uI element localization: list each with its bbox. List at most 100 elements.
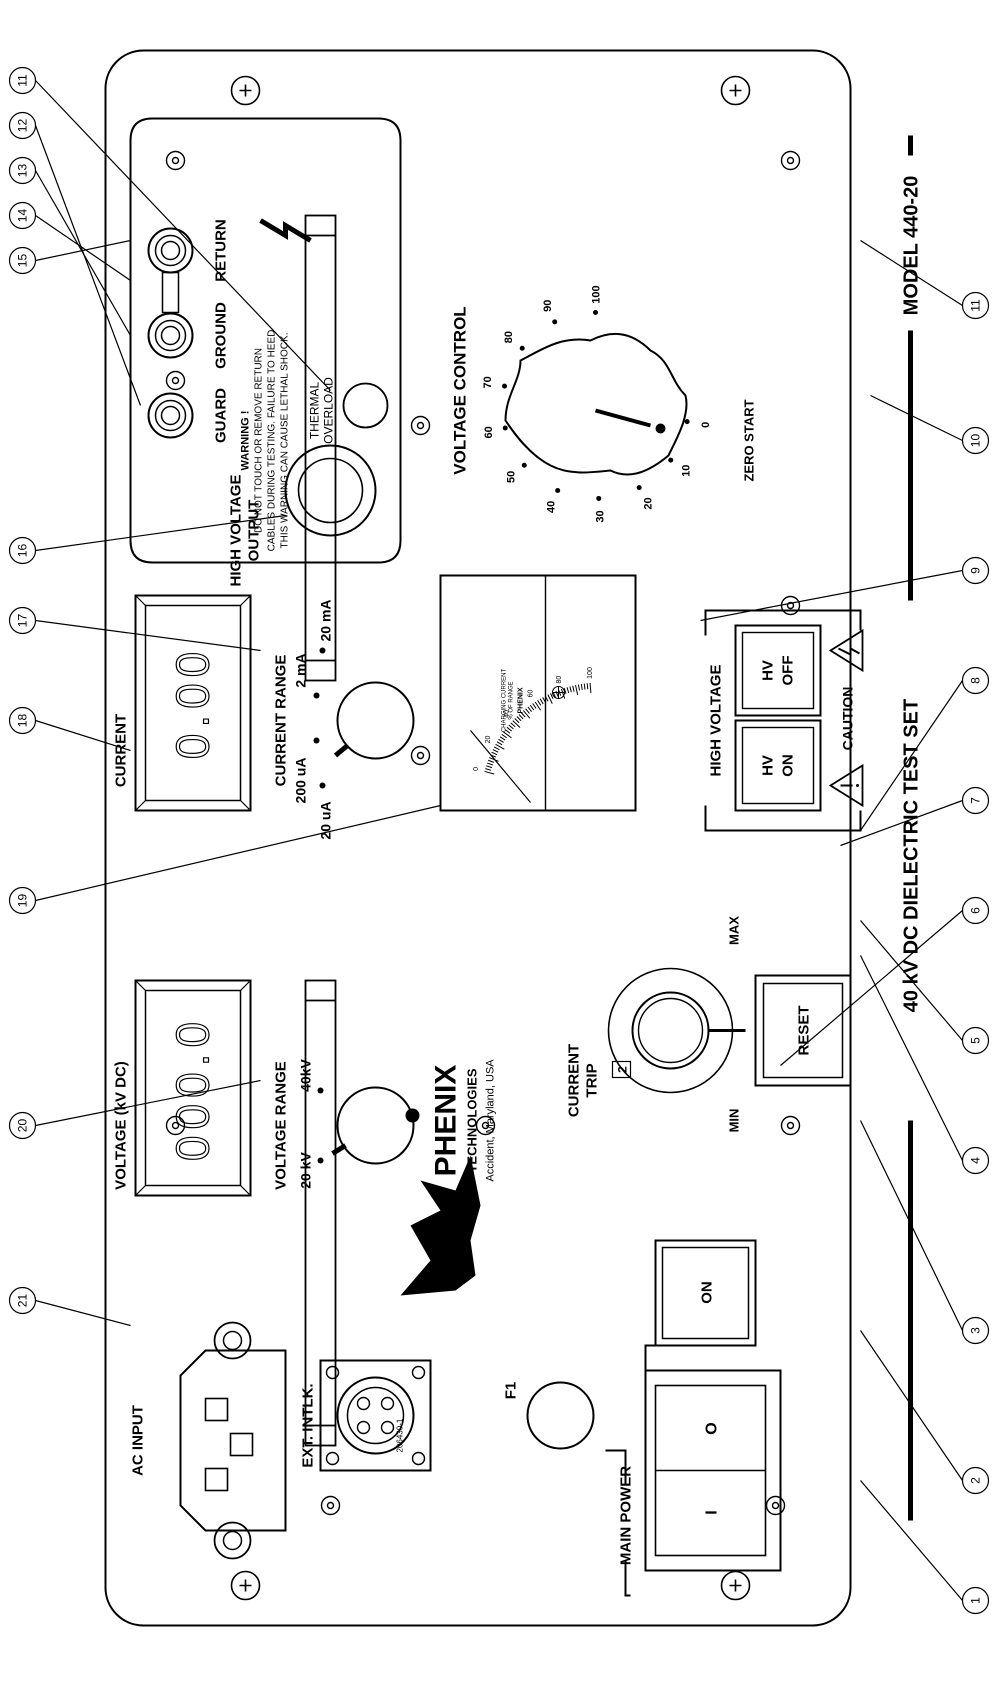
bolt-icon (165, 1115, 186, 1136)
hv-off-button[interactable]: HV OFF (734, 624, 822, 717)
meter-tick (516, 716, 522, 722)
meter-tick (534, 701, 542, 711)
meter-tick (508, 724, 514, 730)
test-set-title: 40 kV DC DIELECTRIC TEST SET (901, 699, 923, 1012)
callout-number: 18 (16, 714, 30, 728)
ground-terminal[interactable]: GROUND (147, 302, 230, 369)
meter-scale-label: 80 (556, 676, 563, 684)
meter-tick (496, 741, 503, 746)
ext-interlock-connector[interactable]: EXT. INTLK. 206430-1 (300, 1359, 432, 1472)
callout-bubble (8, 706, 37, 735)
bolt-icon (320, 1495, 341, 1516)
meter-tick (492, 749, 499, 753)
warning-title: WARNING ! (240, 411, 252, 471)
rocker-switch-bezel[interactable] (644, 1369, 782, 1572)
meter-tick (552, 692, 557, 698)
ac-input-label: AC INPUT (130, 1405, 147, 1476)
meter-tick (580, 683, 583, 691)
meter-tick (529, 704, 535, 711)
meter-scale-label: 40 (503, 710, 510, 718)
meter-tick (487, 759, 494, 763)
meter-tick (544, 695, 549, 702)
ac-input[interactable]: AC INPUT (130, 1321, 287, 1560)
voltage-control-label: VOLTAGE CONTROL (451, 306, 470, 474)
current-range-label: CURRENT RANGE (273, 655, 290, 787)
right-handle (304, 214, 337, 682)
callout-number: 10 (969, 434, 983, 448)
dial-scale-label: 50 (505, 471, 517, 483)
panel-outline (104, 49, 852, 1627)
meter-tick (563, 687, 567, 694)
current-range-20ma: 20 mA (318, 599, 334, 641)
switch-on-symbol: I (704, 1510, 721, 1514)
main-power-label: MAIN POWER (618, 1466, 635, 1565)
callout-number: 20 (16, 1119, 30, 1133)
lightning-triangle-icon (828, 628, 864, 673)
dial-dot (502, 425, 508, 431)
callout-number: 16 (16, 544, 30, 558)
callout-leader (859, 1120, 964, 1331)
current-trip[interactable]: CURRENT TRIP 2 MIN MAX (566, 916, 746, 1133)
hv-on-line1: HV (760, 755, 777, 776)
callout-leader (35, 719, 131, 752)
meter-tick (487, 762, 494, 766)
callout-bubble (961, 1146, 990, 1175)
current-range-knob[interactable] (336, 681, 415, 760)
fuse-label: F1 (503, 1382, 520, 1400)
ground-strap[interactable] (161, 271, 180, 314)
dial-scale-label: 60 (483, 426, 495, 438)
dial-dot (593, 310, 598, 315)
meter-tick (495, 743, 505, 750)
model-label: MODEL 440-20 (901, 176, 923, 316)
meter-scale-label: 0 (473, 767, 480, 771)
meter-tick (512, 720, 521, 728)
lightning-bolt-icon (259, 218, 312, 243)
reset-button[interactable]: RESET (754, 974, 852, 1087)
high-voltage-group: HIGH VOLTAGE HV ON HV OFF CAUTION (704, 609, 864, 832)
current-trip-label-1: CURRENT (566, 1044, 583, 1117)
callout-bubble (8, 201, 37, 230)
brand-sub: TECHNOLOGIES (465, 1068, 480, 1172)
callout-bubble (961, 896, 990, 925)
dial-dot (636, 485, 642, 491)
main-power[interactable]: MAIN POWER I O (605, 1369, 782, 1597)
callout-number: 2 (969, 1477, 983, 1484)
trip-min: MIN (727, 1109, 742, 1133)
callout-leader (35, 514, 286, 552)
current-range-2ma: 2 mA (293, 653, 309, 687)
meter-tick (518, 714, 524, 720)
callout-number: 11 (969, 299, 983, 312)
callout-number: 4 (969, 1157, 983, 1164)
meter-tick (532, 703, 537, 709)
plus-screw-icon (230, 75, 261, 106)
voltage-range-selector[interactable]: VOLTAGE RANGE 20 kV 40kV (273, 1058, 415, 1190)
current-range-200ua: 200 uA (293, 758, 309, 804)
guard-terminal[interactable]: GUARD (147, 388, 230, 443)
power-on-button[interactable]: ON (644, 1239, 757, 1451)
meter-tick (485, 768, 492, 771)
callout-bubble (8, 886, 37, 915)
callout-leader (780, 910, 963, 1066)
bolt-icon (780, 595, 801, 616)
callout-number: 14 (16, 209, 30, 223)
hv-output-line2: OUTPUT (246, 500, 263, 562)
ground-label: GROUND (213, 302, 230, 369)
zero-adjust-icon[interactable] (552, 686, 565, 699)
hv-on-button[interactable]: HV ON (734, 719, 822, 812)
reset-label: RESET (796, 1005, 813, 1055)
meter-tick (583, 683, 586, 690)
voltage-control-knob[interactable] (504, 332, 688, 476)
hv-output-line1: HIGH VOLTAGE (228, 475, 245, 587)
dial-dot (521, 462, 527, 468)
dial-scale-label: 40 (545, 501, 557, 513)
dial-dot (552, 319, 558, 325)
fuse-f1[interactable]: F1 (503, 1381, 595, 1450)
hv-output-jack[interactable] (284, 444, 377, 537)
switch-off-symbol: O (704, 1422, 721, 1434)
voltage-range-knob[interactable] (336, 1086, 415, 1165)
fuse-holder[interactable] (526, 1381, 595, 1450)
thermal-overload-reset[interactable] (342, 382, 389, 429)
current-range-selector[interactable]: CURRENT RANGE 200 uA 2 mA 20 uA 20 mA (273, 599, 415, 840)
